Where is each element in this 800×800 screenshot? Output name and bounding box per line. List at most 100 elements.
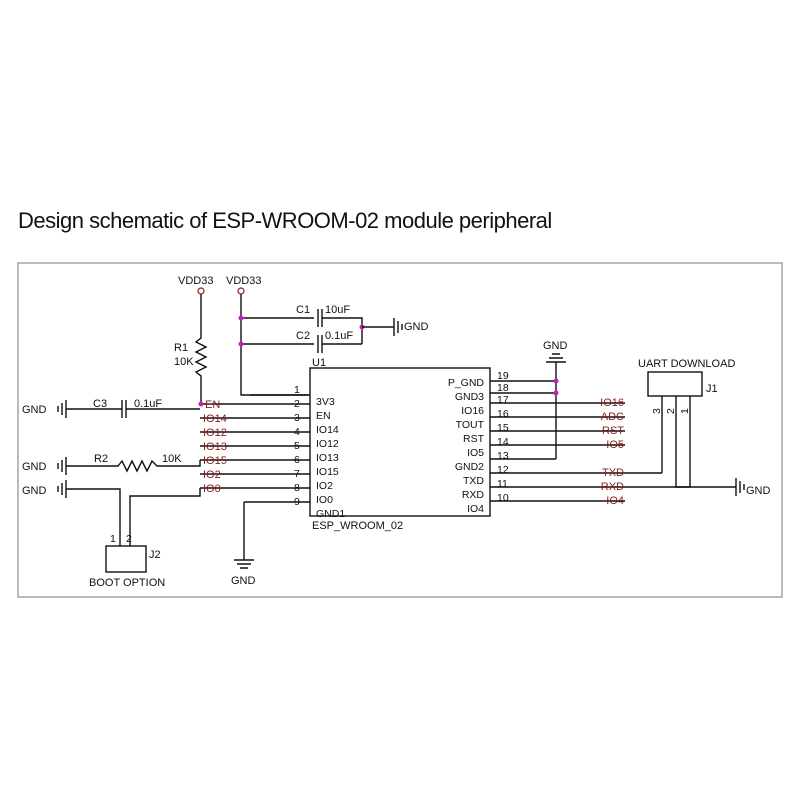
pin-11-name: RXD [462, 489, 485, 501]
net-io16: IO16 [600, 397, 624, 409]
gnd-right-label: GND [543, 340, 568, 352]
net-io15: IO15 [203, 455, 227, 467]
pin-1-num: 1 [294, 384, 300, 396]
gnd-symbol-r2: GND [22, 457, 67, 475]
pin-4-name: IO12 [316, 438, 339, 450]
pin-14-num: 14 [497, 436, 509, 448]
wire-uart [661, 396, 691, 488]
pin-4-num: 4 [294, 426, 300, 438]
r2-value: 10K [162, 453, 182, 465]
page-title: Design schematic of ESP-WROOM-02 module … [18, 208, 552, 233]
pin-5-num: 5 [294, 440, 300, 452]
j2-pin-1: 1 [110, 533, 116, 545]
right-pin-group: 19 18 17 16 15 14 13 12 11 10 P_GND GND3… [448, 370, 690, 515]
pin-3-name: IO14 [316, 424, 339, 436]
j1-pin-1: 1 [679, 408, 691, 414]
gnd-r2-label: GND [22, 461, 47, 473]
pin-12-name: TXD [463, 475, 484, 487]
net-io4: IO4 [606, 495, 624, 507]
pin-11-num: 11 [497, 478, 508, 490]
net-io2: IO2 [203, 469, 221, 481]
pin-13-num: 13 [497, 450, 509, 462]
pin-12-num: 12 [497, 464, 509, 476]
capacitor-c3: C3 0.1uF [66, 398, 200, 418]
j2-pin-2: 2 [126, 533, 132, 545]
u1-name: ESP_WROOM_02 [312, 520, 403, 532]
pin-16-name: TOUT [456, 419, 485, 431]
gnd-c3-label: GND [22, 404, 47, 416]
pin-18-name: GND3 [455, 391, 484, 403]
net-rxd: RXD [601, 481, 624, 493]
c1-ref: C1 [296, 304, 310, 316]
j1-pin-3: 3 [651, 408, 663, 414]
pin-6-name: IO15 [316, 466, 339, 478]
gnd-j2-label: GND [22, 485, 47, 497]
c2-ref: C2 [296, 330, 310, 342]
gnd-symbol-j1: GND [735, 478, 771, 497]
pin-19-num: 19 [497, 370, 509, 382]
resistor-r2: R2 10K [66, 453, 201, 473]
pin-18-num: 18 [497, 382, 509, 394]
pin-15-name: RST [463, 433, 485, 445]
gnd1-label: GND [231, 575, 256, 587]
net-io14: IO14 [203, 413, 227, 425]
pin-2-num: 2 [294, 398, 300, 410]
pin-10-num: 10 [497, 492, 509, 504]
pin-9-name: GND1 [316, 508, 345, 520]
net-io12: IO12 [203, 427, 227, 439]
r1-ref: R1 [174, 342, 188, 354]
pin-6-num: 6 [294, 454, 300, 466]
c3-value: 0.1uF [134, 398, 162, 410]
net-io13: IO13 [203, 441, 227, 453]
gnd-symbol-right: GND [543, 340, 568, 370]
c2-value: 0.1uF [325, 330, 353, 342]
vdd33-left-symbol: VDD33 [178, 275, 213, 295]
j1-label: UART DOWNLOAD [638, 358, 735, 370]
pin-1-name: 3V3 [316, 396, 335, 408]
r1-value: 10K [174, 356, 194, 368]
c1-value: 10uF [325, 304, 350, 316]
pin-17-num: 17 [497, 394, 509, 406]
vdd33-right-label: VDD33 [226, 275, 261, 287]
gnd-symbol-c3: GND [22, 400, 67, 418]
pin-8-num: 8 [294, 482, 300, 494]
r2-ref: R2 [94, 453, 108, 465]
pin-8-name: IO0 [316, 494, 333, 506]
wire-boot [66, 488, 201, 546]
j1-pin-2: 2 [665, 408, 677, 414]
connector-j1: UART DOWNLOAD J1 3 2 1 [638, 358, 735, 414]
gnd-symbol-gnd1: GND [231, 502, 256, 587]
pin-14-name: IO5 [467, 447, 484, 459]
net-en: EN [205, 399, 220, 411]
net-txd: TXD [602, 467, 624, 479]
net-io0: IO0 [203, 483, 221, 495]
pin-3-num: 3 [294, 412, 300, 424]
gnd-j1-label: GND [746, 485, 771, 497]
net-io5: IO5 [606, 439, 624, 451]
pin-9-num: 9 [294, 496, 300, 508]
gnd-symbol-j2: GND [22, 480, 67, 498]
pin-15-num: 15 [497, 422, 509, 434]
pin-2-name: EN [316, 410, 331, 422]
vdd33-right-symbol: VDD33 [226, 275, 261, 295]
module-u1: U1 ESP_WROOM_02 [309, 357, 491, 532]
u1-ref: U1 [312, 357, 326, 369]
capacitor-c2: C2 0.1uF [241, 330, 362, 353]
c3-ref: C3 [93, 398, 107, 410]
net-rst: RST [602, 425, 624, 437]
connector-j2: 1 2 J2 BOOT OPTION [89, 533, 165, 589]
pin-5-name: IO13 [316, 452, 339, 464]
pin-7-num: 7 [294, 468, 300, 480]
gnd-caps-label: GND [404, 321, 429, 333]
pin-7-name: IO2 [316, 480, 333, 492]
capacitor-c1: C1 10uF [241, 304, 363, 344]
net-adc: ADC [601, 411, 624, 423]
gnd-symbol-caps: GND [362, 318, 429, 336]
pin-17-name: IO16 [461, 405, 484, 417]
pin-10-name: IO4 [467, 503, 484, 515]
pin-16-num: 16 [497, 408, 509, 420]
j2-label: BOOT OPTION [89, 577, 165, 589]
j2-ref: J2 [149, 549, 161, 561]
resistor-r1: R1 10K [174, 294, 208, 404]
